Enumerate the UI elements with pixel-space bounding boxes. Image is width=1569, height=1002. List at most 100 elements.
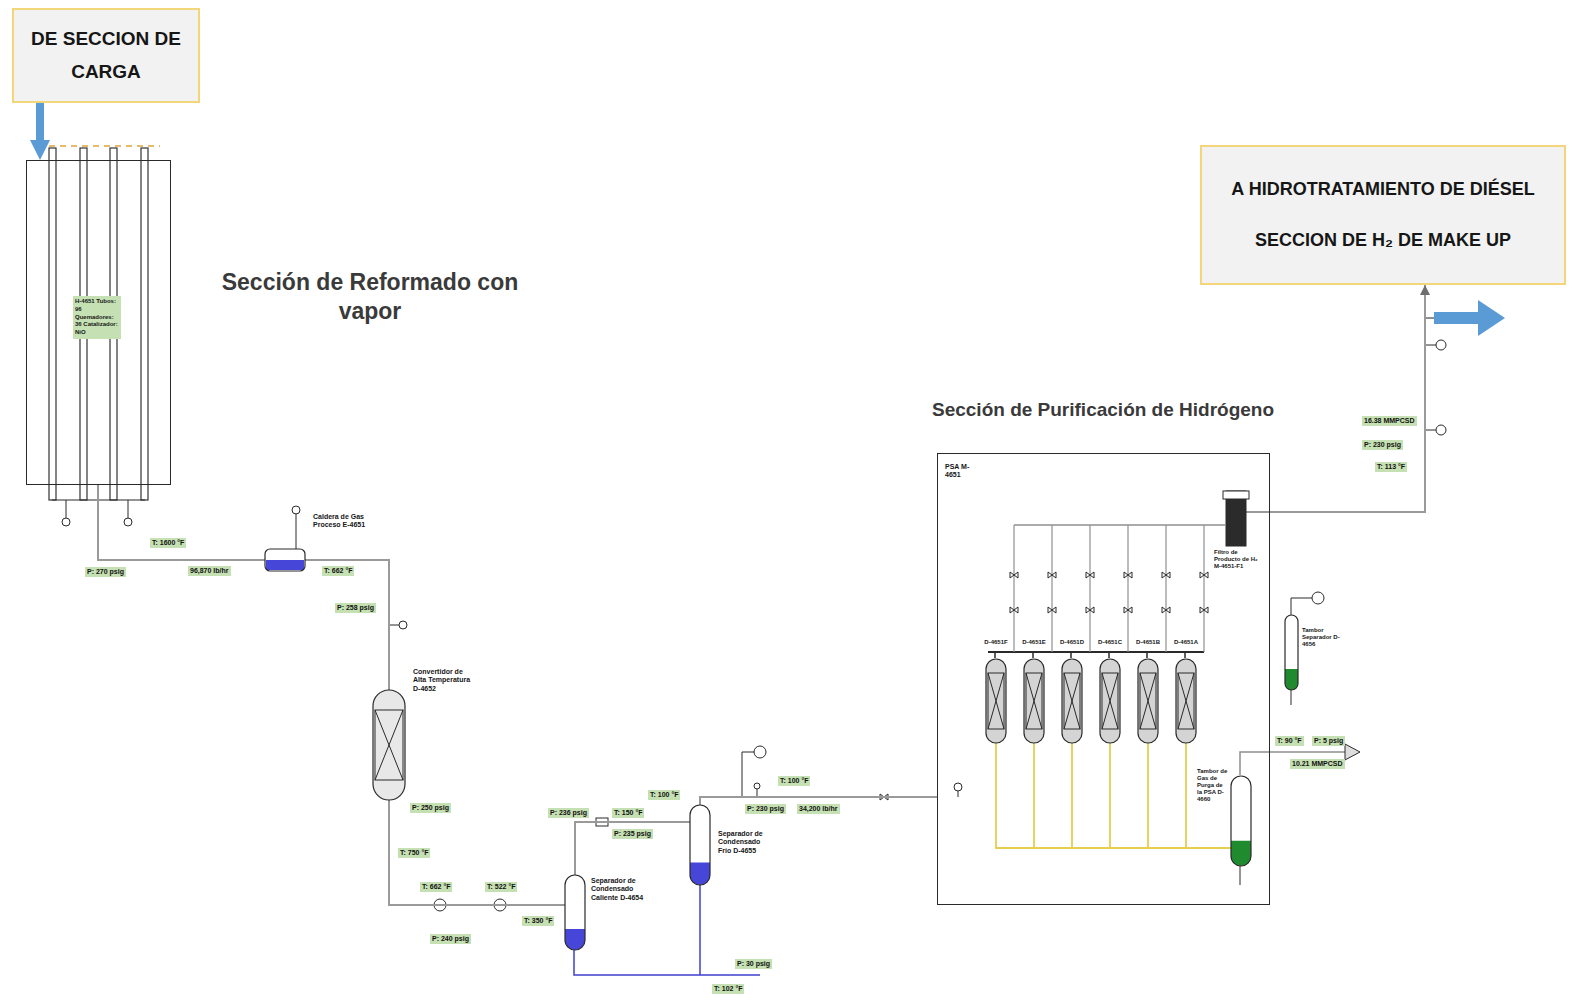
equipment-caption: D-4651A <box>1171 639 1201 646</box>
bed-line <box>1051 525 1052 652</box>
stream-label: P: 5 psig <box>1312 736 1345 746</box>
equipment-caption: D-4651B <box>1133 639 1163 646</box>
valve-symbol <box>1086 572 1094 578</box>
stream-label: P: 230 psig <box>1362 440 1403 450</box>
vent-line <box>742 752 754 797</box>
filter-cap <box>1223 491 1249 499</box>
separator-vessel: Separador de Condensado Caliente D-4654 <box>565 875 585 950</box>
stream-label: P: 270 psig <box>85 567 126 577</box>
vessel-shape <box>373 690 405 800</box>
vessel-body <box>1138 659 1158 743</box>
psa-unit: PSA M-4651D-4651FD-4651ED-4651DD-4651CD-… <box>937 453 1270 905</box>
reformer-tube <box>141 148 148 500</box>
bed-nozzle <box>1032 652 1034 658</box>
valve-symbol <box>1086 607 1094 613</box>
instrument-symbol <box>954 783 962 791</box>
valve-symbol <box>1010 607 1018 613</box>
stream-label: T: 522 °F <box>485 882 517 892</box>
separator-vessel: Tambor Separador D-4656 <box>1285 615 1298 690</box>
catalyst-bed <box>1140 673 1156 729</box>
vessel-shape <box>565 875 585 950</box>
catalyst-cross <box>988 673 1004 729</box>
stream-label: 96,870 lb/hr <box>188 566 231 576</box>
instrument-symbol <box>292 506 300 514</box>
section-box: A HIDROTRATAMIENTO DE DIÉSELSECCION DE H… <box>1200 145 1566 285</box>
vessel-body <box>986 659 1006 743</box>
instrument-stem <box>296 514 297 549</box>
section-box: DE SECCION DE CARGA <box>12 8 200 103</box>
vessel-shape <box>1100 659 1120 743</box>
stream-label: P: 236 psig <box>548 808 589 818</box>
equipment-caption: Separador de Condensado Caliente D-4654 <box>591 877 647 902</box>
instrument-symbol <box>1436 425 1446 435</box>
bed-nozzle <box>994 652 996 658</box>
equipment-caption: D-4651C <box>1095 639 1125 646</box>
process-line <box>1034 743 1231 848</box>
valve-symbol <box>1162 607 1170 613</box>
vessel-shape <box>1062 659 1082 743</box>
catalyst-cross <box>1140 673 1156 729</box>
vessel-shape <box>986 659 1006 743</box>
catalyst-cross <box>1064 673 1080 729</box>
stream-label: P: 235 psig <box>612 829 653 839</box>
bed-nozzle <box>1070 652 1072 658</box>
valve-symbol <box>1162 572 1170 578</box>
purge-line <box>1240 752 1345 775</box>
equipment-caption: D-4651F <box>981 639 1011 646</box>
instrument-symbol <box>399 621 407 629</box>
stream-label: P: 230 psig <box>745 804 786 814</box>
vessel-shape <box>1285 615 1298 690</box>
process-line <box>1186 743 1231 848</box>
instrument-symbol <box>1312 592 1324 604</box>
vessel-body <box>690 805 710 885</box>
equipment-caption: D-4651D <box>1057 639 1087 646</box>
stream-label: T: 100 °F <box>778 776 810 786</box>
equipment-caption: Tambor de Gas de Purga de la PSA D-4660 <box>1197 768 1229 803</box>
stream-label: T: 113 °F <box>1375 462 1407 472</box>
vent-line <box>1291 598 1312 615</box>
equipment-caption: D-4651E <box>1019 639 1049 646</box>
instrument-symbol <box>754 746 766 758</box>
bed-nozzle <box>1108 652 1110 658</box>
vessel-body <box>373 690 405 800</box>
catalyst-bed <box>1102 673 1118 729</box>
catalyst-bed <box>1064 673 1080 729</box>
process-line <box>1072 743 1231 848</box>
process-line <box>1148 743 1231 848</box>
instrument-symbol <box>124 518 132 526</box>
catalyst-cross <box>1178 673 1194 729</box>
bed-line <box>1013 525 1014 652</box>
vessel-body <box>1100 659 1120 743</box>
node-text: A HIDROTRATAMIENTO DE DIÉSEL <box>1210 174 1556 205</box>
valve-symbol <box>1048 607 1056 613</box>
product-header <box>1014 524 1225 526</box>
condensate-line <box>574 950 760 975</box>
equipment-caption: Tambor Separador D-4656 <box>1302 627 1344 648</box>
adsorber-bed: D-4651B <box>1138 659 1158 743</box>
vessel-shape <box>1138 659 1158 743</box>
vessel-shape <box>690 805 710 885</box>
section-heading: Sección de Reformado con vapor <box>220 268 520 326</box>
valve-symbol <box>1124 607 1132 613</box>
instrument-stem <box>1425 430 1436 431</box>
stream-label: P: 258 psig <box>335 603 376 613</box>
converter-vessel: Convertidor de Alta Temperatura D-4652 <box>373 690 405 800</box>
equipment-caption: Filtro de Producto de H₂ M-4651-F1 <box>1214 549 1258 570</box>
bed-line <box>1203 525 1204 652</box>
vessel-shape <box>265 549 305 571</box>
catalyst-bed <box>1178 673 1194 729</box>
instrument-stem <box>389 625 399 626</box>
bed-manifold <box>988 651 1204 653</box>
stream-label: T: 150 °F <box>612 808 644 818</box>
liquid-level <box>1285 669 1298 690</box>
vessel-shape <box>1231 776 1251 866</box>
boiler-exchanger: Caldera de Gas Proceso E-4651 <box>265 549 305 571</box>
vessel-body <box>265 549 305 571</box>
valve-symbol <box>1010 572 1018 578</box>
product-filter: Filtro de Producto de H₂ M-4651-F1 <box>1226 491 1246 546</box>
stream-label: T: 750 °F <box>398 848 430 858</box>
vessel-body <box>1024 659 1044 743</box>
condensate-line <box>699 885 701 975</box>
instrument-symbol <box>1436 340 1446 350</box>
instrument-stem <box>66 500 67 518</box>
